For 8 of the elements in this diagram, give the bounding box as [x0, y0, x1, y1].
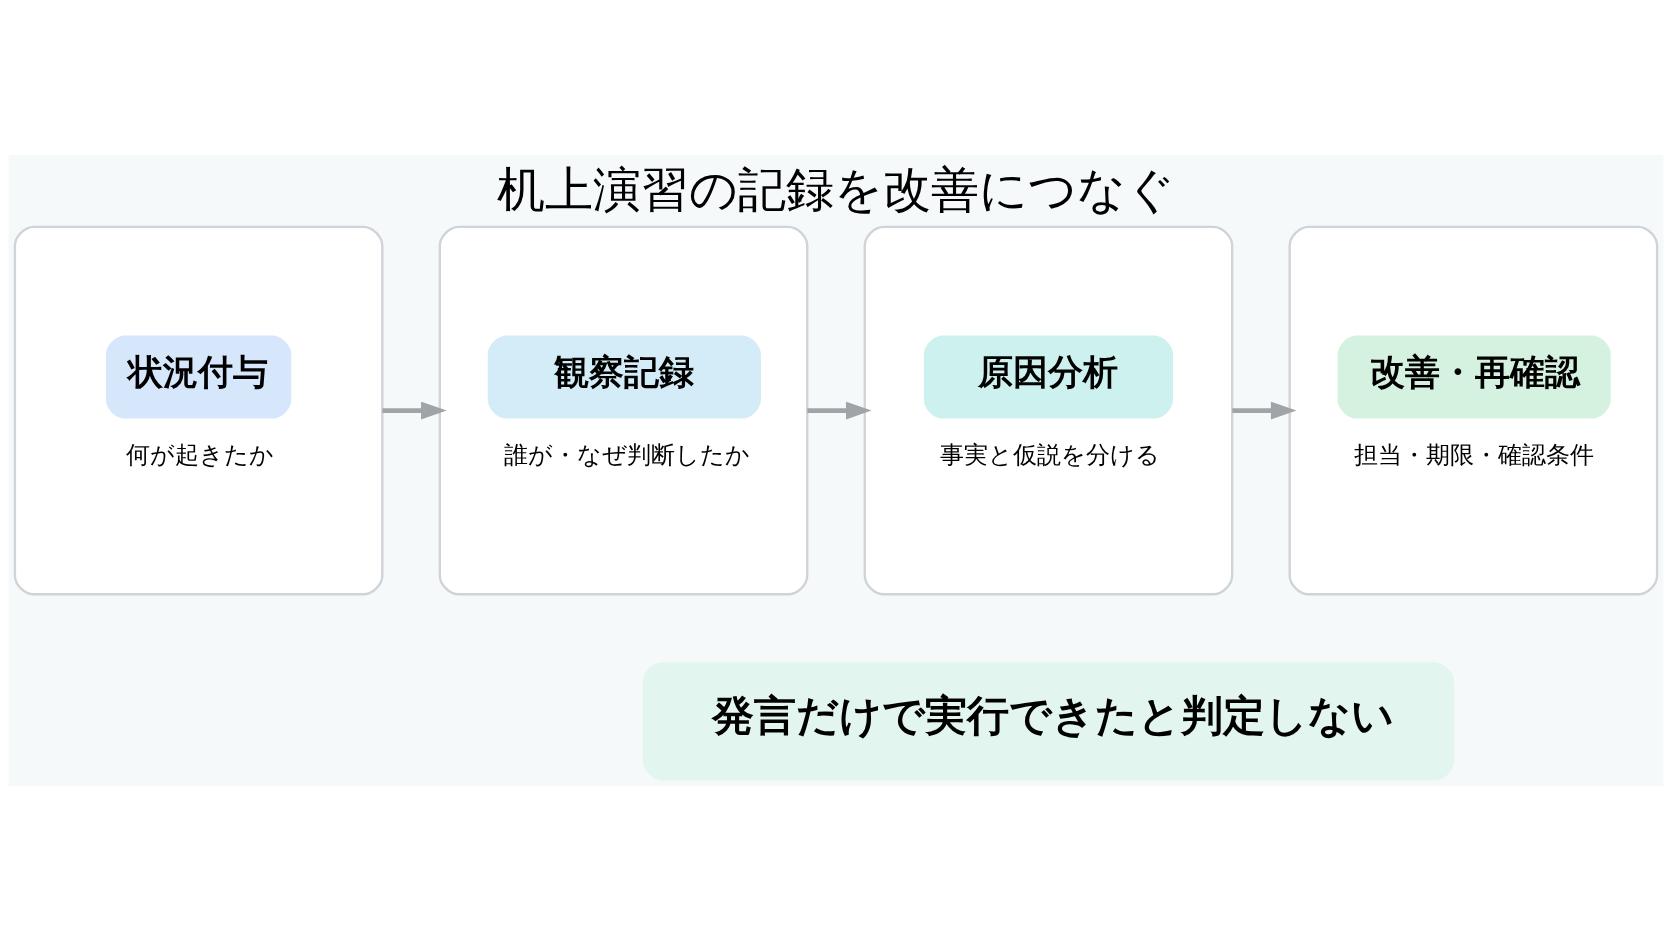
arrow	[1232, 401, 1297, 420]
diagram-title: 机上演習の記録を改善につなぐ	[497, 162, 1175, 218]
node-box: 観察記録 誰が・なぜ判断したか	[438, 225, 809, 596]
node-box: 原因分析 事実と仮説を分ける	[863, 225, 1234, 596]
arrow	[807, 401, 872, 420]
node-box: 改善・再確認 担当・期限・確認条件	[1288, 225, 1659, 596]
arrow	[382, 401, 447, 420]
node-box: 状況付与 何が起きたか	[13, 225, 384, 596]
